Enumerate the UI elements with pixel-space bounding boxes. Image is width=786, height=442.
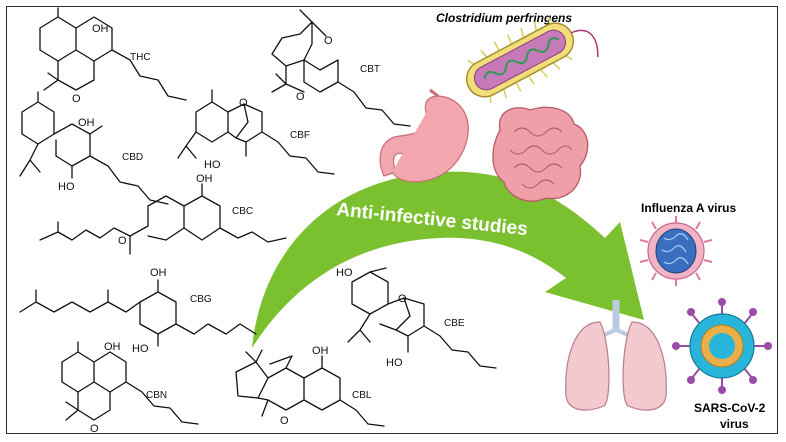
cbg-label: CBG <box>190 294 212 305</box>
thc-oh: OH <box>92 23 109 35</box>
arrow-shape <box>252 171 644 348</box>
lungs-icon <box>565 300 667 411</box>
sars-cov-2-icon <box>672 298 772 394</box>
cbn-oh: OH <box>104 341 121 353</box>
cbc-o: O <box>118 235 127 247</box>
cbt-structure <box>271 9 411 127</box>
cbt-o2: O <box>296 91 305 103</box>
cbe-ho2: HO <box>386 357 403 369</box>
sars-label-line1: SARS-CoV-2 <box>694 401 766 415</box>
cbf-label: CBF <box>290 130 310 141</box>
cbn-o: O <box>90 423 99 435</box>
cbt-label: CBT <box>360 64 380 75</box>
influenza-label: Influenza A virus <box>641 201 736 215</box>
cbd-oh: OH <box>78 117 95 129</box>
cbe-o: O <box>398 293 407 305</box>
cbc-label: CBC <box>232 206 253 217</box>
cbn-structure <box>61 341 199 425</box>
cbn-label: CBN <box>146 390 167 401</box>
cbc-structure <box>39 183 287 255</box>
cbd-label: CBD <box>122 152 143 163</box>
stomach-icon <box>379 88 469 183</box>
cbf-o: O <box>239 97 248 109</box>
cbf-structure <box>177 89 335 175</box>
cbg-ho: HO <box>132 343 149 355</box>
influenza-virus-icon <box>639 216 713 286</box>
cbt-o: O <box>324 35 333 47</box>
cbe-ho: HO <box>336 267 353 279</box>
thc-o: O <box>72 93 81 105</box>
intestine-icon <box>492 106 589 202</box>
cbe-structure <box>347 267 497 369</box>
cbc-oh: OH <box>196 173 213 185</box>
cbg-structure <box>19 279 257 347</box>
cbl-oh: OH <box>312 345 329 357</box>
anti-infective-arrow <box>252 171 644 348</box>
cbe-label: CBE <box>444 318 465 329</box>
cbl-structure <box>235 349 385 427</box>
cbf-ho: HO <box>204 159 221 171</box>
bacterium-label: Clostridium perfringens <box>436 11 572 25</box>
thc-structure <box>39 7 187 101</box>
cbg-oh: OH <box>150 267 167 279</box>
cbl-o: O <box>280 415 289 427</box>
sars-label-line2: virus <box>720 417 749 431</box>
cbl-label: CBL <box>352 390 372 401</box>
cbd-structure <box>19 91 169 205</box>
thc-label: THC <box>130 52 151 63</box>
cbd-ho: HO <box>58 181 75 193</box>
bacterium-icon <box>465 17 599 103</box>
